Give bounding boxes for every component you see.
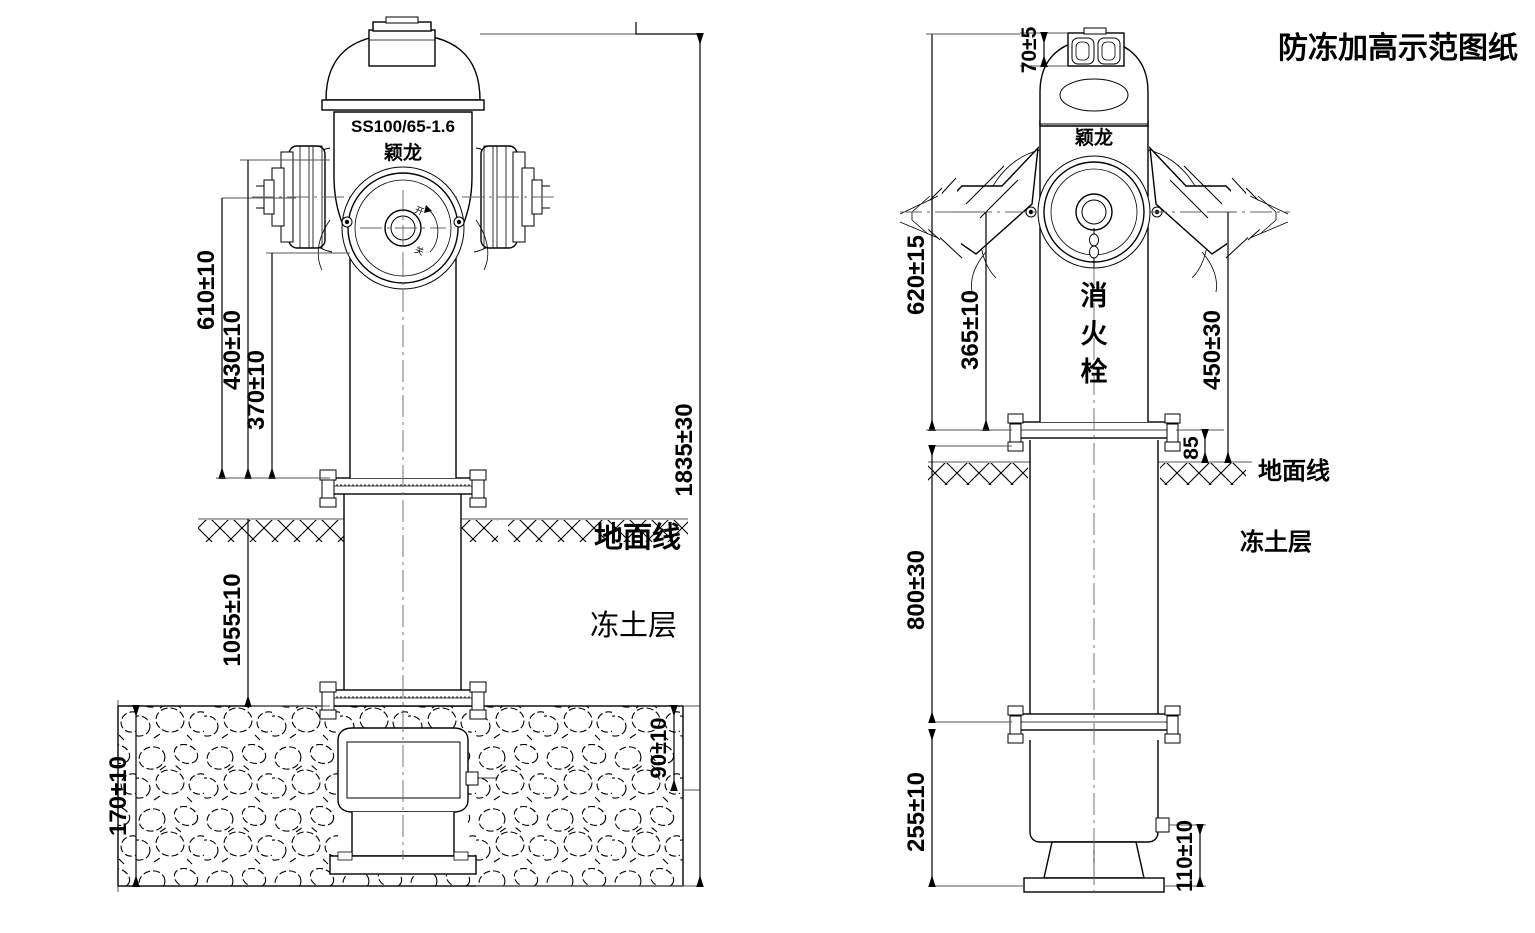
svg-text:430±10: 430±10 — [219, 310, 246, 390]
dim-610: 610±10 — [193, 198, 310, 480]
right-lower-flange — [1007, 705, 1181, 744]
svg-text:610±10: 610±10 — [193, 250, 220, 330]
left-view-right-nozzle — [473, 145, 550, 271]
left-dim-corner-tick — [635, 22, 700, 35]
dim-85: 85 — [1180, 428, 1209, 464]
dim-90: 90±10 — [646, 704, 678, 792]
svg-text:栓: 栓 — [1081, 357, 1108, 388]
svg-text:170±10: 170±10 — [105, 756, 132, 836]
right-view-right-nozzle — [1147, 146, 1289, 293]
svg-text:255±10: 255±10 — [903, 772, 930, 852]
right-view-pumper-outlet — [1037, 155, 1151, 269]
dim-70: 70±5 — [1018, 26, 1048, 73]
right-body-text: 消 火 栓 — [1081, 281, 1108, 388]
svg-text:70±5: 70±5 — [1018, 26, 1041, 73]
svg-text:365±10: 365±10 — [957, 290, 984, 370]
svg-text:关: 关 — [413, 244, 426, 259]
dim-1835: 1835±30 — [671, 32, 704, 888]
dim-365: 365±10 — [957, 212, 990, 432]
dim-620: 620±15 — [903, 33, 1020, 432]
svg-text:1835±30: 1835±30 — [671, 403, 698, 496]
dim-170: 170±10 — [105, 704, 140, 888]
svg-text:620±15: 620±15 — [903, 235, 930, 315]
drawing-title: 防冻加高示范图纸 — [1278, 31, 1518, 66]
dim-370: 370±10 — [243, 253, 276, 480]
right-view-left-nozzle — [899, 146, 1041, 293]
svg-text:1055±10: 1055±10 — [219, 573, 246, 666]
svg-text:110±10: 110±10 — [1172, 820, 1197, 892]
left-model-label: SS100/65-1.6 — [351, 117, 455, 136]
right-brand-label: 颖龙 — [1075, 126, 1113, 149]
left-frozen-soil-label: 冻土层 — [590, 608, 677, 642]
right-frozen-soil-band — [928, 463, 1246, 485]
left-ground-line-label: 地面线 — [594, 520, 681, 554]
dim-110: 110±10 — [1172, 820, 1204, 892]
left-view-pumper-outlet: 开 关 — [341, 166, 465, 290]
right-ground-line-label: 地面线 — [1258, 457, 1330, 485]
svg-text:370±10: 370±10 — [243, 350, 270, 430]
right-frozen-soil-label: 冻土层 — [1240, 528, 1312, 556]
svg-text:90±10: 90±10 — [646, 717, 671, 778]
left-view-left-nozzle — [256, 145, 333, 271]
svg-text:450±30: 450±30 — [1199, 310, 1226, 390]
dim-800: 800±30 — [903, 444, 936, 724]
dim-1055: 1055±10 — [219, 519, 252, 708]
left-brand-label: 颖龙 — [384, 141, 422, 164]
dim-430: 430±10 — [219, 160, 252, 480]
svg-text:85: 85 — [1180, 436, 1203, 460]
dim-255: 255±10 — [903, 728, 936, 888]
dim-450: 450±30 — [1199, 212, 1232, 464]
svg-text:800±30: 800±30 — [903, 550, 930, 630]
svg-text:消: 消 — [1081, 281, 1108, 312]
svg-text:开: 开 — [413, 205, 425, 219]
svg-text:火: 火 — [1081, 319, 1108, 350]
right-hydrant-body — [899, 27, 1290, 893]
left-hydrant-body: 开 关 — [252, 16, 556, 875]
